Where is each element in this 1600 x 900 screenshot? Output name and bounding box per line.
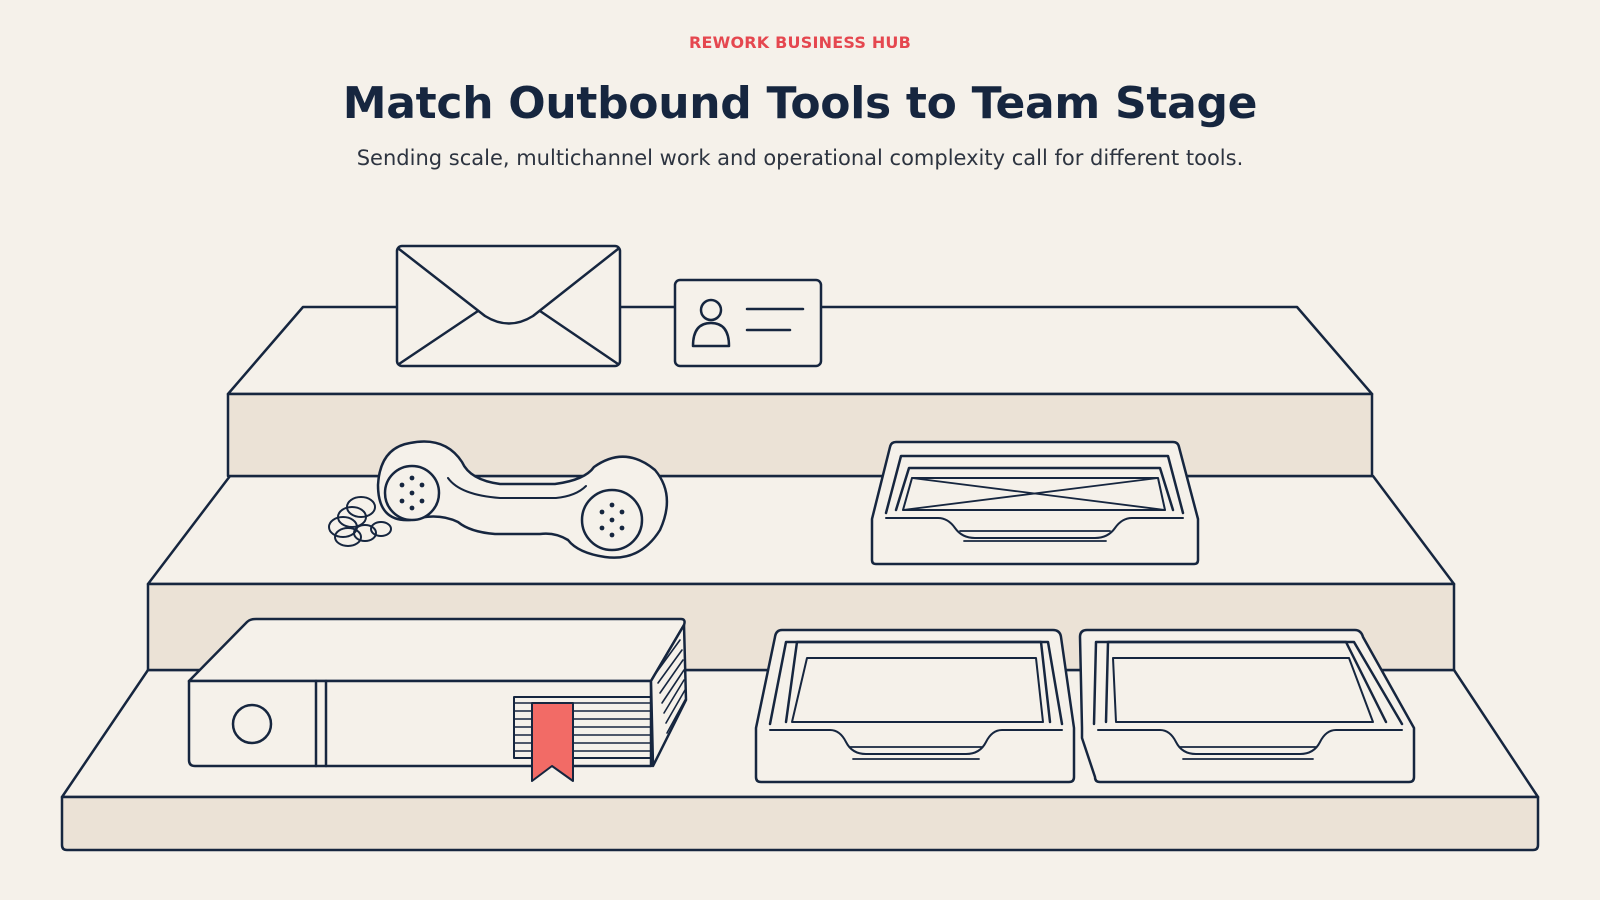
- paper-tray-icon: [1078, 628, 1416, 784]
- earpiece-holes: [399, 475, 425, 511]
- mouthpiece-holes: [599, 502, 625, 538]
- page-title: Match Outbound Tools to Team Stage: [342, 78, 1258, 129]
- bookmark-icon: [531, 702, 574, 782]
- paper-tray-icon: [754, 628, 1076, 784]
- phone-cord: [328, 496, 392, 547]
- binder-icon: [187, 617, 688, 768]
- telephone-handset-icon: [328, 440, 669, 559]
- contact-card-icon: [673, 278, 823, 368]
- paper-tray-icon: [870, 440, 1200, 566]
- page-subtitle: Sending scale, multichannel work and ope…: [356, 146, 1244, 170]
- envelope-icon: [395, 244, 622, 368]
- middle-step-top: [146, 474, 1456, 586]
- bottom-step-front: [60, 795, 1540, 852]
- eyebrow-label: REWORK BUSINESS HUB: [688, 33, 912, 52]
